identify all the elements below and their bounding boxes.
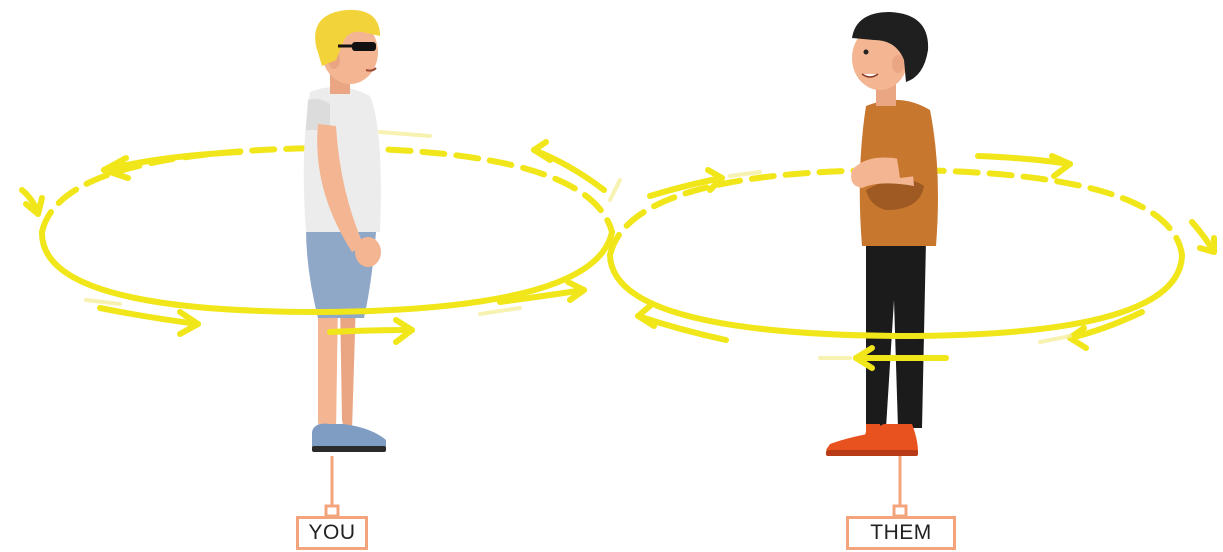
arrow-left-bottom-left xyxy=(100,308,198,334)
label-connectors xyxy=(326,456,906,516)
person-you xyxy=(304,10,386,452)
arrow-left-far-left xyxy=(22,190,42,214)
them-shoe xyxy=(826,424,918,456)
you-shoe xyxy=(312,424,386,452)
arrow-left-top-left xyxy=(104,152,240,178)
label-them: THEM xyxy=(846,516,956,550)
person-them xyxy=(826,12,938,456)
label-you: YOU xyxy=(296,516,368,550)
arrow-right-far-right xyxy=(1192,222,1214,252)
